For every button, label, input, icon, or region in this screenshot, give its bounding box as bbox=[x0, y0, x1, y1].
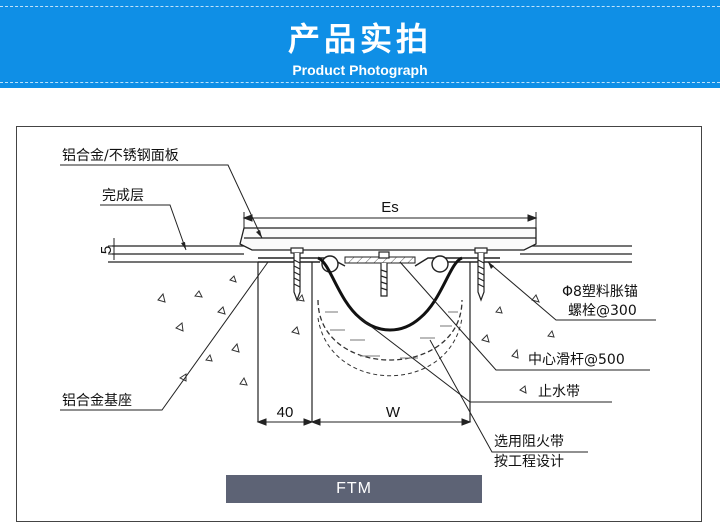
label-anchor-line2: 螺栓@300 bbox=[568, 303, 637, 319]
thickness-label: 5 bbox=[98, 246, 115, 254]
fire-barrier bbox=[317, 299, 463, 361]
anchor-bolt-right bbox=[474, 247, 488, 302]
label-base-seat: 铝合金基座 bbox=[62, 392, 132, 409]
leader-lines bbox=[60, 164, 656, 453]
label-fire-line1: 选用阻火带 bbox=[494, 434, 564, 450]
label-finish-layer: 完成层 bbox=[102, 188, 144, 204]
concrete-aggregate bbox=[157, 275, 555, 394]
center-bolt bbox=[378, 251, 390, 297]
gap-width-label: W bbox=[386, 404, 401, 421]
header-subtitle: Product Photograph bbox=[292, 62, 428, 78]
finish-layer bbox=[112, 245, 632, 255]
roller-right bbox=[431, 255, 449, 273]
header-title: 产品实拍 bbox=[287, 20, 432, 58]
es-label: Es bbox=[381, 199, 399, 216]
thickness-dimension bbox=[108, 238, 120, 260]
model-code-bar: FTM bbox=[226, 475, 482, 503]
header-dash-top bbox=[0, 6, 720, 7]
es-dimension bbox=[242, 212, 538, 228]
aluminum-base-right bbox=[414, 257, 500, 267]
anchor-bolt-left bbox=[290, 247, 304, 302]
label-waterstop: 止水带 bbox=[538, 384, 580, 400]
header-dash-bottom bbox=[0, 82, 720, 83]
label-anchor-line1: Φ8塑料胀锚 bbox=[562, 284, 638, 300]
bottom-dimensions bbox=[256, 418, 472, 426]
gap-walls bbox=[257, 262, 471, 422]
leader-arrowheads bbox=[181, 230, 494, 269]
label-slide-rod: 中心滑杆@500 bbox=[528, 351, 625, 368]
header-banner bbox=[0, 0, 720, 88]
diagram-frame bbox=[16, 126, 702, 522]
waterstop bbox=[317, 256, 463, 332]
fire-barrier-fill bbox=[325, 311, 458, 359]
fire-barrier-inner bbox=[317, 317, 463, 377]
label-cover-plate: 铝合金/不锈钢面板 bbox=[62, 148, 179, 164]
label-fire-line2: 按工程设计 bbox=[494, 454, 564, 470]
cover-plate bbox=[239, 227, 537, 251]
base-width-label: 40 bbox=[277, 404, 294, 421]
